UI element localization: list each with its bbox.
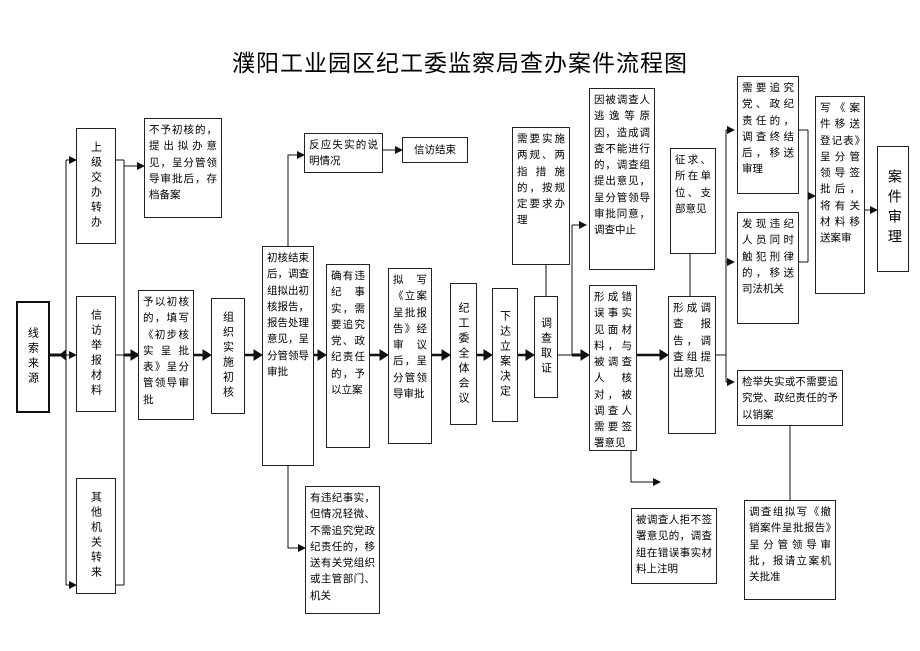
node-suspend: 因被调查人逃逸等原因，造成调查不能进行的，调查组提出意见，呈分管领导审批同意，调…: [589, 88, 655, 270]
node-need-case: 确有违纪事实，需要追究党、政纪责任的，予以立案: [326, 264, 370, 448]
node-source: 线索来源: [16, 301, 50, 413]
node-consult: 征求、所在单位、支部意见: [670, 148, 716, 254]
node-error-material: 形成错误事实见面材料，与被调查人核对，被调查人需要签署意见: [589, 285, 637, 451]
node-decision: 下达立案决定: [492, 288, 518, 422]
node-not-true: 检举失实或不需要追究党、政纪责任的予以销案: [737, 370, 843, 426]
node-feedback: 反应失实的说明情况: [304, 133, 383, 173]
node-no-verify: 不予初核的，提出拟办意见，呈分管领导审批后，存档备案: [144, 118, 222, 218]
node-form-report: 形成调查报告，调查组提出意见: [668, 296, 716, 434]
page-title: 濮阳工业园区纪工委监察局查办案件流程图: [232, 51, 688, 77]
node-two-measures: 需要实施两规、两指措施的，按规定要求办理: [512, 127, 570, 265]
node-petition-end: 信访结束: [402, 137, 468, 163]
node-draft-case: 拟写《立案呈批报告》经审议后，呈分管领导审批: [388, 268, 432, 444]
node-other: 其他机关转来: [76, 478, 116, 594]
node-superior: 上级交办转办: [76, 128, 116, 244]
node-report: 信访举报材料: [76, 296, 116, 412]
node-criminal: 发现违纪人员同时触犯刑律的，移送司法机关: [737, 212, 799, 324]
node-transfer-report: 写《案件移送登记表》呈分管领导签批后，将有关材料移送案审: [815, 96, 865, 294]
node-verify-end: 初核结束后，调查组拟出初核报告，报告处理意见，呈分管领导审批: [262, 246, 314, 466]
node-organize: 组织实施初核: [211, 298, 245, 414]
node-minor: 有违纪事实，但情况轻微、不需追究党政纪责任的，移送有关党组织或主管部门、机关: [305, 486, 380, 614]
node-trial: 案件审理: [877, 146, 909, 272]
node-investigate: 调查取证: [534, 296, 558, 398]
node-refuse-sign: 被调查人拒不签署意见的，调查组在错误事实材料上注明: [631, 508, 717, 584]
node-pursue: 需要追究党、政纪责任的，调查终结后，移送审理: [737, 76, 799, 194]
node-pre-verify: 予以初核的，填写《初步核实呈批表》呈分管领导审批: [138, 290, 194, 420]
node-committee: 纪工委全体会议: [450, 283, 477, 425]
node-cancel: 调查组拟写《撤销案件呈批报告》呈分管领导审批，报请立案机关批准: [744, 500, 836, 600]
